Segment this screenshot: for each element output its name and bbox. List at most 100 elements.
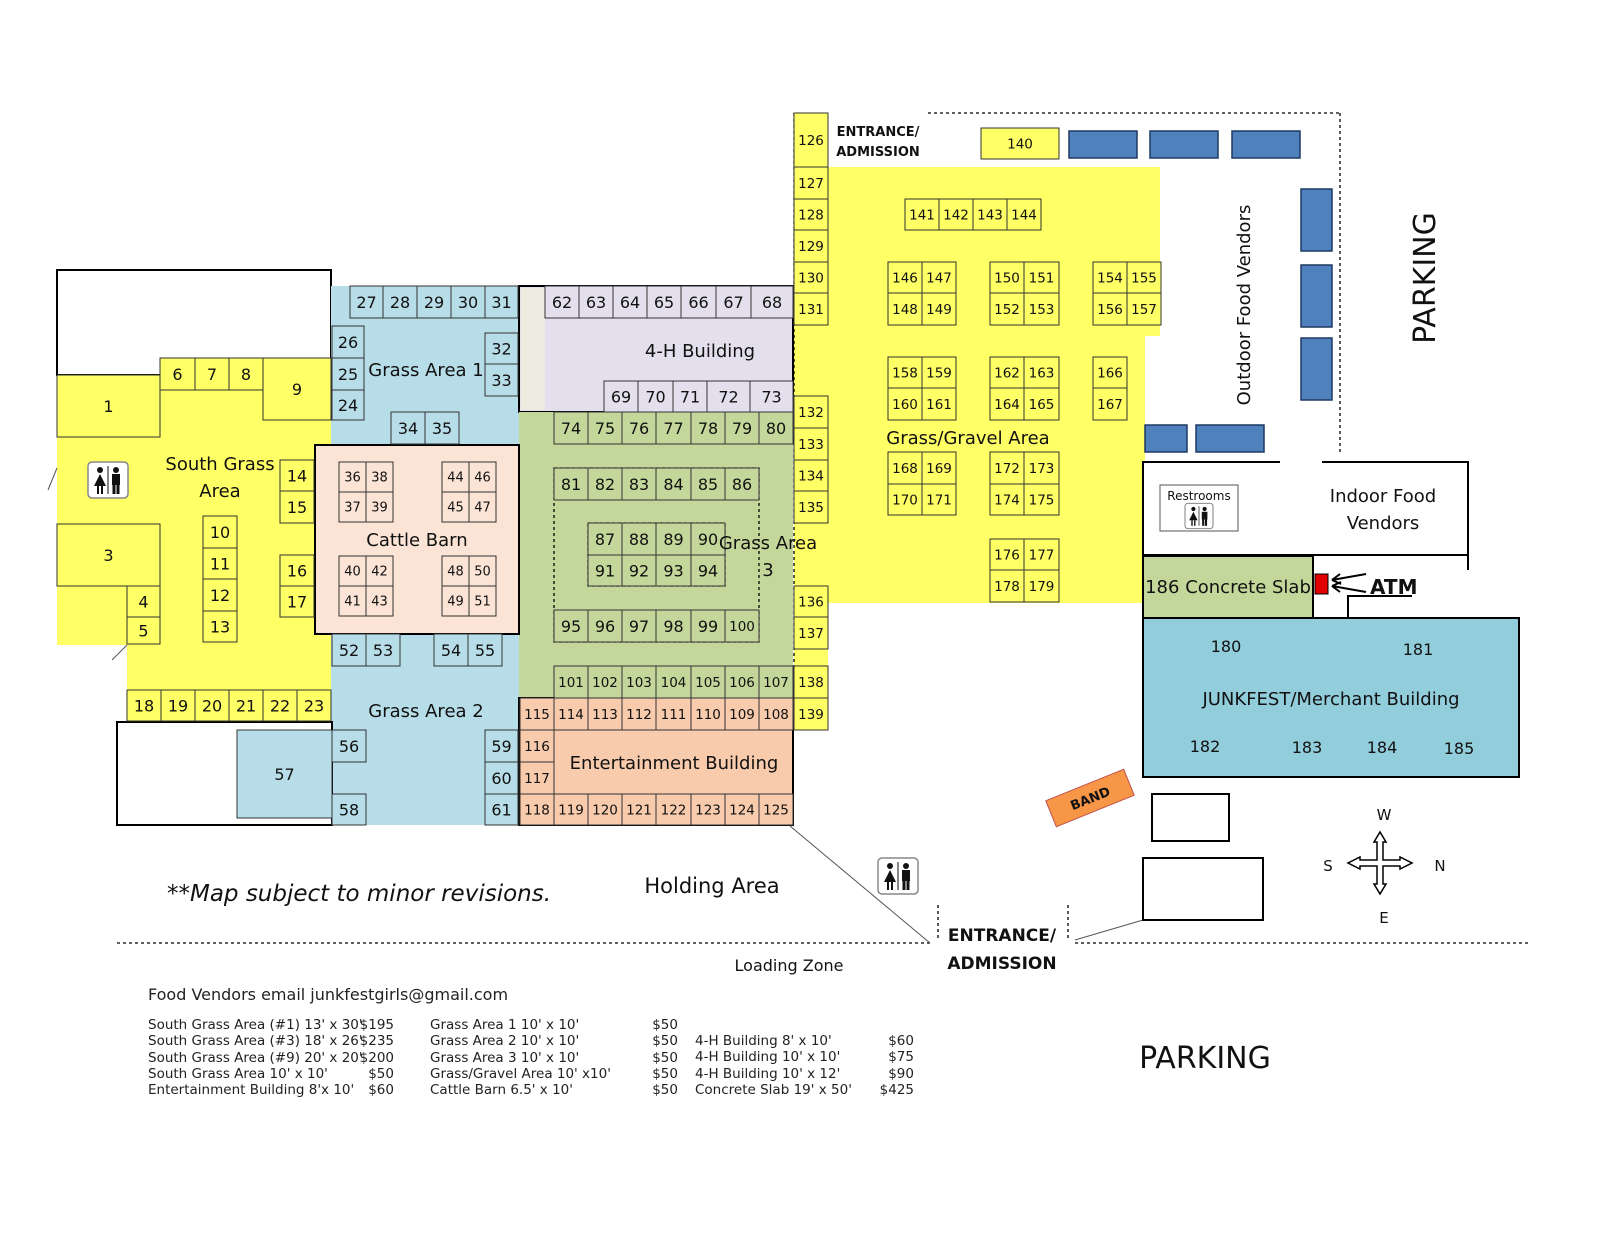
booth-139[interactable]: 139	[793, 697, 829, 731]
booth-33[interactable]: 33	[484, 363, 519, 397]
booth-29[interactable]: 29	[416, 285, 452, 319]
booth-98[interactable]: 98	[655, 609, 692, 643]
booth-150[interactable]: 150	[989, 261, 1025, 294]
booth-78[interactable]: 78	[690, 411, 726, 445]
booth-49[interactable]: 49	[441, 585, 470, 617]
booth-41[interactable]: 41	[338, 585, 367, 617]
booth-126[interactable]: 126	[793, 112, 829, 168]
food-vendor-stall[interactable]	[1068, 130, 1138, 159]
booth-99[interactable]: 99	[690, 609, 726, 643]
concrete-slab[interactable]	[1142, 555, 1314, 619]
booth-58[interactable]: 58	[331, 793, 367, 826]
booth-67[interactable]: 67	[715, 285, 752, 319]
booth-116[interactable]: 116	[519, 729, 555, 763]
booth-168[interactable]: 168	[887, 451, 923, 485]
booth-70[interactable]: 70	[637, 380, 674, 413]
booth-69[interactable]: 69	[603, 380, 639, 413]
booth-147[interactable]: 147	[921, 261, 957, 294]
booth-62[interactable]: 62	[544, 285, 580, 319]
booth-32[interactable]: 32	[484, 332, 519, 365]
booth-154[interactable]: 154	[1092, 261, 1128, 294]
booth-105[interactable]: 105	[690, 665, 726, 699]
booth-17[interactable]: 17	[279, 585, 315, 618]
booth-86[interactable]: 86	[724, 467, 760, 501]
booth-97[interactable]: 97	[621, 609, 657, 643]
booth-109[interactable]: 109	[724, 697, 760, 731]
booth-46[interactable]: 46	[468, 461, 497, 493]
booth-23[interactable]: 23	[296, 689, 332, 722]
booth-136[interactable]: 136	[793, 585, 829, 618]
booth-85[interactable]: 85	[690, 467, 726, 501]
booth-112[interactable]: 112	[621, 697, 657, 731]
booth-102[interactable]: 102	[587, 665, 623, 699]
booth-100[interactable]: 100	[724, 609, 760, 643]
booth-172[interactable]: 172	[989, 451, 1025, 485]
booth-3[interactable]: 3	[56, 523, 161, 587]
booth-26[interactable]: 26	[331, 325, 365, 359]
junkfest-booth-184[interactable]: 184	[1367, 738, 1398, 757]
booth-176[interactable]: 176	[989, 538, 1025, 571]
booth-18[interactable]: 18	[126, 689, 162, 722]
booth-111[interactable]: 111	[655, 697, 692, 731]
booth-68[interactable]: 68	[750, 285, 794, 319]
booth-82[interactable]: 82	[587, 467, 623, 501]
booth-45[interactable]: 45	[441, 491, 470, 523]
booth-57[interactable]: 57	[236, 729, 333, 819]
booth-52[interactable]: 52	[331, 633, 367, 667]
booth-127[interactable]: 127	[793, 166, 829, 200]
booth-50[interactable]: 50	[468, 555, 497, 587]
junkfest-booth-182[interactable]: 182	[1190, 737, 1221, 756]
booth-167[interactable]: 167	[1092, 387, 1128, 421]
booth-118[interactable]: 118	[519, 793, 555, 826]
food-vendor-stall[interactable]	[1300, 337, 1333, 401]
food-vendor-stall[interactable]	[1300, 264, 1333, 328]
booth-30[interactable]: 30	[450, 285, 486, 319]
booth-22[interactable]: 22	[262, 689, 298, 722]
booth-90[interactable]: 90	[690, 522, 726, 556]
booth-160[interactable]: 160	[887, 387, 923, 421]
booth-179[interactable]: 179	[1023, 569, 1060, 603]
junkfest-booth-183[interactable]: 183	[1292, 738, 1323, 757]
booth-38[interactable]: 38	[365, 461, 394, 493]
junkfest-booth-180[interactable]: 180	[1211, 637, 1242, 656]
booth-27[interactable]: 27	[349, 285, 384, 319]
booth-6[interactable]: 6	[159, 357, 196, 391]
booth-11[interactable]: 11	[202, 547, 238, 580]
booth-25[interactable]: 25	[331, 357, 365, 391]
booth-77[interactable]: 77	[655, 411, 692, 445]
booth-73[interactable]: 73	[749, 380, 794, 413]
food-vendor-stall[interactable]	[1144, 424, 1188, 453]
booth-60[interactable]: 60	[484, 761, 519, 795]
booth-121[interactable]: 121	[621, 793, 657, 826]
booth-174[interactable]: 174	[989, 483, 1025, 516]
booth-65[interactable]: 65	[646, 285, 682, 319]
booth-13[interactable]: 13	[202, 610, 238, 643]
booth-34[interactable]: 34	[390, 411, 426, 445]
booth-163[interactable]: 163	[1023, 356, 1060, 389]
booth-146[interactable]: 146	[887, 261, 923, 294]
booth-61[interactable]: 61	[484, 793, 519, 826]
booth-16[interactable]: 16	[279, 554, 315, 587]
booth-53[interactable]: 53	[365, 633, 401, 667]
booth-148[interactable]: 148	[887, 292, 923, 326]
booth-125[interactable]: 125	[758, 793, 794, 826]
booth-66[interactable]: 66	[680, 285, 717, 319]
booth-84[interactable]: 84	[655, 467, 692, 501]
booth-31[interactable]: 31	[484, 285, 519, 319]
booth-4[interactable]: 4	[126, 585, 161, 618]
booth-171[interactable]: 171	[921, 483, 957, 516]
booth-1[interactable]: 1	[56, 374, 161, 438]
booth-131[interactable]: 131	[793, 292, 829, 326]
booth-129[interactable]: 129	[793, 229, 829, 263]
booth-166[interactable]: 166	[1092, 356, 1128, 389]
booth-92[interactable]: 92	[621, 554, 657, 587]
booth-141[interactable]: 141	[904, 198, 940, 231]
booth-159[interactable]: 159	[921, 356, 957, 389]
booth-71[interactable]: 71	[672, 380, 708, 413]
booth-158[interactable]: 158	[887, 356, 923, 389]
booth-164[interactable]: 164	[989, 387, 1025, 421]
junkfest-booth-185[interactable]: 185	[1444, 739, 1475, 758]
booth-76[interactable]: 76	[621, 411, 657, 445]
booth-101[interactable]: 101	[553, 665, 589, 699]
booth-81[interactable]: 81	[553, 467, 589, 501]
